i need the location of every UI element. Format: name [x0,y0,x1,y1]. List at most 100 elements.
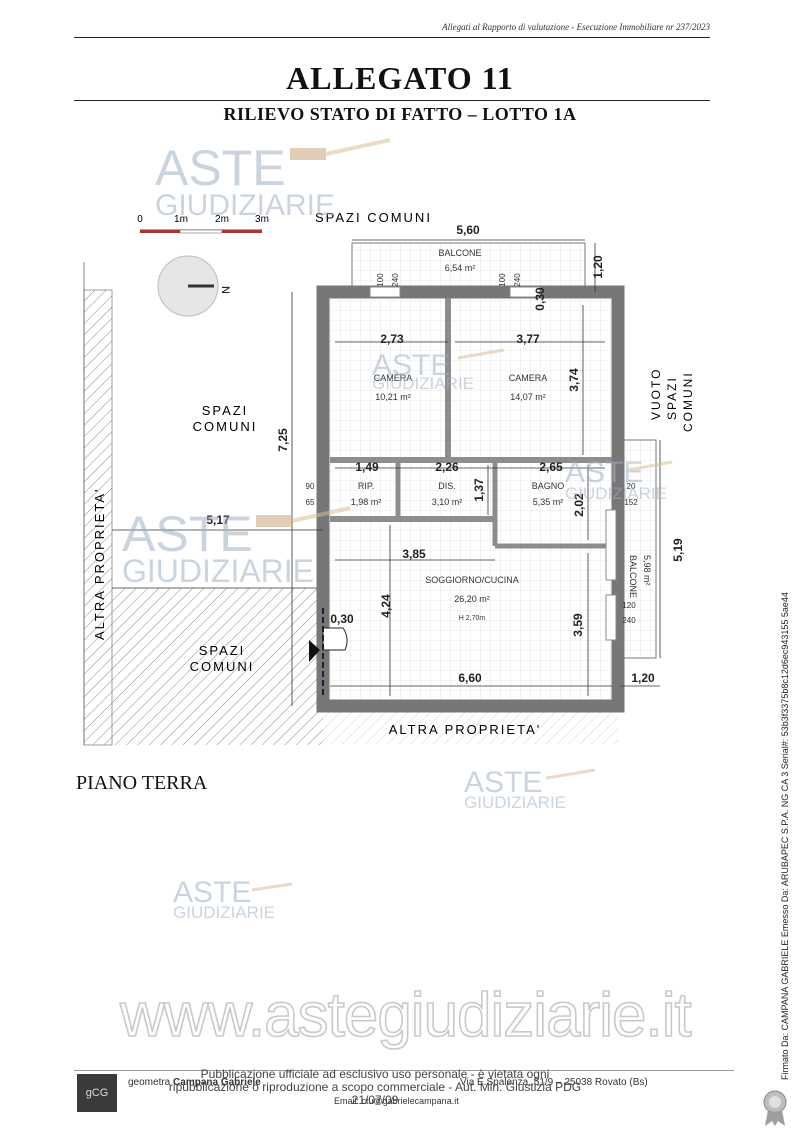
watermark-2: ASTE GIUDIZIARIE [372,348,505,393]
watermark-6: ASTE GIUDIZIARIE [173,876,293,922]
watermark-giudiziarie-3: GIUDIZIARIE [122,553,314,589]
watermark-giudiziarie-4: GIUDIZIARIE [565,484,667,503]
dim-120-top: 1,20 [591,255,605,279]
room-dis-area: 3,10 m² [432,497,463,507]
dim-030-top: 0,30 [533,287,547,311]
room-camera-1-name: CAMERA [374,373,413,383]
opening-90: 90 [306,482,315,491]
dim-660: 6,60 [458,671,482,685]
opening-240-a: 240 [391,273,400,287]
dim-273: 2,73 [380,332,404,346]
dim-226: 2,26 [435,460,459,474]
watermark-3: ASTE GIUDIZIARIE [122,506,351,589]
area-spazi-comuni-bottom-1: SPAZI [199,643,246,658]
opening-120: 120 [622,601,636,610]
floor-label: PIANO TERRA [76,772,208,794]
page-title: ALLEGATO 11 [286,60,514,96]
dim-519: 5,19 [671,538,685,562]
opening-240-c: 240 [622,616,636,625]
watermark-giudiziarie-5: GIUDIZIARIE [464,793,566,812]
header-note: Allegati al Rapporto di valutazione - Es… [442,22,710,32]
dim-385: 3,85 [402,547,426,561]
dim-202: 2,02 [572,493,586,517]
watermark-aste-4: ASTE [565,456,643,489]
area-vuoto-1: VUOTO [649,368,663,420]
dim-517: 5,17 [206,513,230,527]
surveyor-prefix: geometra [128,1077,171,1088]
dim-359: 3,59 [571,613,585,637]
watermark-aste-5: ASTE [464,766,542,799]
dim-725: 7,25 [276,428,290,452]
area-spazi-comuni-top: SPAZI COMUNI [315,210,432,225]
surveyor-name: geometra Campana Gabriele [128,1077,261,1088]
watermark-aste-1: ASTE [155,140,286,196]
watermark-aste-2: ASTE [372,349,450,382]
room-balcone-top-name: BALCONE [438,248,481,258]
area-spazi-comuni-left-1: SPAZI [202,403,249,418]
watermark-giudiziarie-6: GIUDIZIARIE [173,903,275,922]
opening-240-b: 240 [513,273,522,287]
dim-120-bottom: 1,20 [631,671,655,685]
dim-149: 1,49 [355,460,379,474]
area-altra-proprieta-bottom: ALTRA PROPRIETA' [389,722,541,737]
watermark-1: ASTE GIUDIZIARIE [155,138,391,222]
area-spazi-comuni-left-2: COMUNI [193,419,258,434]
dim-560: 5,60 [456,223,480,237]
room-balcone-right-name: BALCONE [628,555,638,598]
north-label: N [219,286,231,294]
opening-65: 65 [306,498,315,507]
room-soggiorno-name: SOGGIORNO/CUCINA [425,575,519,585]
footer-rule [74,1070,734,1071]
header-rule [74,37,710,38]
surveyor-full-name: Campana Gabriele [173,1077,261,1088]
room-dis-name: DIS. [438,481,456,491]
scale-bar: 0 1m 2m 3m [137,214,269,234]
area-vuoto-2: SPAZI [665,376,679,420]
watermark-site: www.astegiudiziarie.it [119,980,692,1051]
opening-20: 20 [627,482,636,491]
title-rule [74,100,710,101]
room-balcone-top-area: 6,54 m² [445,263,476,273]
area-spazi-comuni-bottom-2: COMUNI [190,659,255,674]
north-arrow-icon: N [157,255,231,317]
dim-374: 3,74 [567,368,581,392]
dim-137: 1,37 [472,478,486,502]
publication-note: Pubblicazione ufficiale ad esclusivo uso… [160,1068,590,1107]
surveyor-email: Email: ctu@gabrielecampana.it [334,1096,459,1106]
room-camera-2-name: CAMERA [509,373,548,383]
opening-100-a: 100 [376,273,385,287]
room-rip-area: 1,98 m² [351,497,382,507]
scale-tick-2: 2m [215,214,229,225]
publication-note-line-2: ripubblicazione o riproduzione a scopo c… [168,1080,582,1107]
page-subtitle: RILIEVO STATO DI FATTO – LOTTO 1A [223,104,577,124]
room-camera-1-area: 10,21 m² [375,392,411,402]
room-bagno-area: 5,35 m² [533,497,564,507]
scale-tick-0: 0 [137,214,143,225]
dim-265: 2,65 [539,460,563,474]
watermark-aste-6: ASTE [173,876,251,909]
surveyor-address: Via E.Spalenza, 51/9 – 25038 Rovato (Bs) [460,1077,648,1088]
dim-377: 3,77 [516,332,540,346]
opening-100-b: 100 [498,273,507,287]
area-vuoto-3: COMUNI [681,371,695,432]
opening-152: 152 [624,498,638,507]
room-camera-2-area: 14,07 m² [510,392,546,402]
room-balcone-right-area: 5,98 m² [642,555,652,586]
watermark-4: ASTE GIUDIZIARIE [565,456,673,503]
room-soggiorno-height: H 2,70m [459,615,486,622]
dim-424: 4,24 [379,594,393,618]
surveyor-logo: gCG [77,1074,117,1112]
watermark-5: ASTE GIUDIZIARIE [464,766,596,812]
dim-030-bottom: 0,30 [330,612,354,626]
digital-signature: Firmato Da: CAMPANA GABRIELE Emesso Da: … [780,592,790,1080]
scale-tick-3: 3m [255,214,269,225]
scale-tick-1: 1m [174,214,188,225]
room-rip-name: RIP. [358,481,374,491]
watermark-giudiziarie-1: GIUDIZIARIE [155,189,335,222]
area-altra-proprieta-left: ALTRA PROPRIETA' [92,488,107,640]
watermark-aste-3: ASTE [122,506,253,562]
room-soggiorno-area: 26,20 m² [454,594,490,604]
room-bagno-name: BAGNO [532,481,565,491]
